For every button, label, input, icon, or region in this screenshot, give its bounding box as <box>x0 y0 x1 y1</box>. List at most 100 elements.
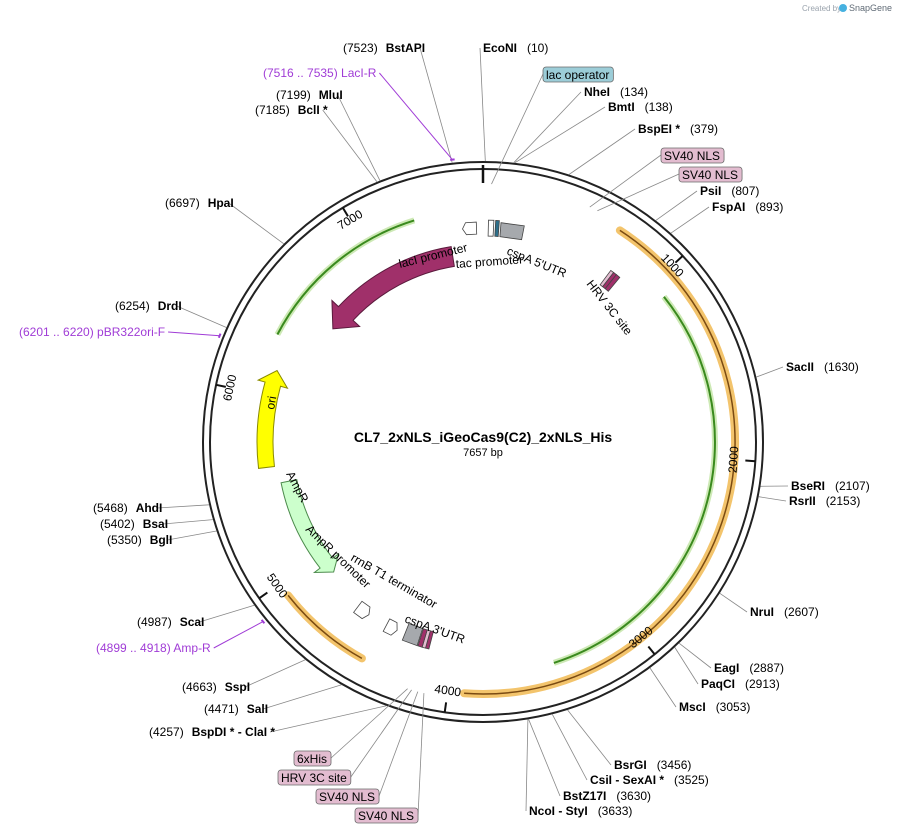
feature-tag-text: SV40 NLS <box>319 790 375 804</box>
feature-tag-text: 6xHis <box>297 752 327 766</box>
restriction-leader-line <box>513 91 582 163</box>
restriction-leader-line <box>244 659 306 688</box>
laci-promoter-arrow <box>462 221 478 236</box>
feature-tag-text: HRV 3C site <box>281 771 347 785</box>
restriction-site-label: (5468) AhdI <box>93 501 162 515</box>
small-feature-layer <box>353 219 621 650</box>
credit-prefix: Created by <box>802 4 841 13</box>
enzyme-position: (1630) <box>824 360 859 374</box>
feature-tag: SV40 NLS <box>354 807 419 824</box>
nls-block-bottom <box>417 628 428 648</box>
feature-tag: SV40 NLS <box>660 147 725 164</box>
restriction-leader-line <box>176 305 227 328</box>
enzyme-position: (893) <box>755 200 783 214</box>
restriction-leader-line <box>262 684 342 710</box>
cspa-3utr-box <box>401 622 424 647</box>
enzyme-name: AhdI <box>136 501 163 515</box>
restriction-leader-line <box>479 47 486 162</box>
ori-feature-arrow <box>256 369 289 469</box>
restriction-site-label: BmtI(138) <box>608 100 673 114</box>
enzyme-position: (2913) <box>745 677 780 691</box>
ring-tick-mark <box>674 255 684 264</box>
enzyme-name: NheI <box>584 85 610 99</box>
restriction-site-label: (6697)HpaI <box>165 196 234 210</box>
enzyme-name: MluI <box>319 88 343 102</box>
enzyme-name: BsaI <box>143 517 168 531</box>
restriction-leader-line <box>163 519 213 525</box>
enzyme-name: HpaI <box>208 196 234 210</box>
feature-tag-box <box>354 807 419 824</box>
restriction-leader-line <box>567 709 612 766</box>
enzyme-name: EcoNI <box>483 41 517 55</box>
primer-label: (7516 .. 7535) LacI-R <box>263 66 377 80</box>
enzyme-position: (2107) <box>835 479 870 493</box>
restriction-site-label: (4987)ScaI <box>137 615 204 629</box>
ring-tick-label: 2000 <box>725 445 741 473</box>
enzyme-name: DrdI <box>158 299 182 313</box>
restriction-site-label: FspAI (893) <box>712 200 783 214</box>
feature-tag-box <box>315 788 380 805</box>
enzyme-name: SspI <box>225 680 250 694</box>
feature-tag-text: lac operator <box>546 68 609 82</box>
enzyme-name: SacII <box>786 360 814 374</box>
restriction-leader-line <box>649 667 677 708</box>
plasmid-size: 7657 bp <box>463 447 503 459</box>
enzyme-position: (3053) <box>716 700 751 714</box>
enzyme-name: NruI <box>750 605 774 619</box>
restriction-leader-line <box>228 202 285 245</box>
ring-tick-label: 4000 <box>434 682 463 700</box>
enzyme-name: ScaI <box>180 615 205 629</box>
restriction-site-label: BseRI (2107) <box>791 479 870 493</box>
enzyme-position: (2153) <box>826 494 861 508</box>
enzyme-name: BspDI * - ClaI * <box>192 725 276 739</box>
restriction-leader-line <box>157 504 210 509</box>
snapgene-credit: Created by SnapGene <box>802 3 892 13</box>
green-cds-arc-right <box>552 294 718 666</box>
ampr-promoter-arrow <box>353 600 371 620</box>
primer-label: (4899 .. 4918) Amp-R <box>96 641 211 655</box>
ampr-feature-arrow <box>280 479 340 574</box>
plasmid-name: CL7_2xNLS_iGeoCas9(C2)_2xNLS_His <box>354 429 613 445</box>
restriction-leader-line <box>269 705 387 733</box>
enzyme-name: FspAI <box>712 200 745 214</box>
feature-tag-leader <box>330 688 408 759</box>
enzyme-position: (4663) <box>182 680 217 694</box>
restriction-site-label: NheI (134) <box>584 85 648 99</box>
ring-tick-mark <box>341 207 349 217</box>
ring-tick-label: 6000 <box>220 373 239 402</box>
restriction-site-label: (4663) SspI <box>182 680 250 694</box>
primer-label: (6201 .. 6220) pBR322ori-F <box>19 325 165 339</box>
enzyme-position: (2607) <box>784 605 819 619</box>
enzyme-position: (134) <box>620 85 648 99</box>
feature-tag-text: SV40 NLS <box>358 809 414 823</box>
restriction-leader-line <box>678 642 712 669</box>
enzyme-position: (4471) <box>204 702 239 716</box>
enzyme-position: (5468) <box>93 501 128 515</box>
restriction-site-label: EagI(2887) <box>714 661 784 675</box>
restriction-site-label: SacII (1630) <box>786 360 859 374</box>
restriction-site-label: MscI (3053) <box>679 700 750 714</box>
orange-cds-band-left-core <box>287 594 363 660</box>
primer-leader-line <box>379 72 453 161</box>
enzyme-name: BsrGI <box>614 758 647 772</box>
enzyme-name: NcoI - StyI <box>529 804 588 818</box>
restriction-leader-line <box>551 714 588 781</box>
enzyme-name: BseRI <box>791 479 825 493</box>
enzyme-position: (5402) <box>100 517 135 531</box>
enzyme-name: SalI <box>247 702 268 716</box>
restriction-site-label: (5350)BglI <box>107 533 172 547</box>
restriction-leader-line <box>167 530 217 541</box>
orange-cds-band-left <box>284 591 366 663</box>
enzyme-position: (5350) <box>107 533 142 547</box>
feature-tag-leader <box>378 691 419 797</box>
restriction-leader-line <box>419 47 453 163</box>
restriction-leader-line <box>655 190 698 221</box>
enzyme-position: (138) <box>645 100 673 114</box>
enzyme-name: MscI <box>679 700 706 714</box>
enzyme-position: (3633) <box>598 804 633 818</box>
restriction-site-label: CsiI - SexAI *(3525) <box>590 773 709 787</box>
enzyme-position: (3456) <box>657 758 692 772</box>
restriction-site-label: BsrGI (3456) <box>614 758 691 772</box>
